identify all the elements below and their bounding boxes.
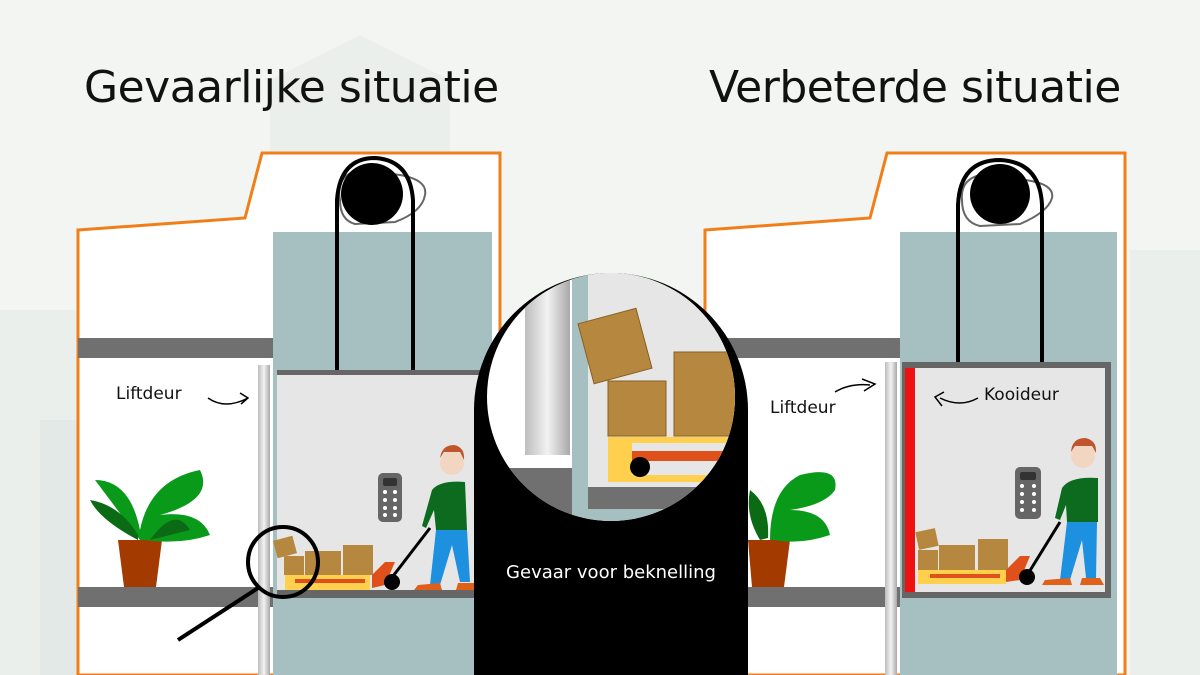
lift-door: [885, 362, 897, 675]
lift-cabin: [902, 362, 1111, 598]
liftdeur-label-right: Liftdeur: [770, 398, 836, 418]
floor-slab: [705, 587, 900, 607]
magnifier-icon: [176, 525, 320, 642]
arrow-icon: [933, 391, 979, 407]
right-building: [703, 151, 1127, 675]
left-building: [76, 151, 502, 675]
worker: [414, 445, 476, 590]
floor-slab: [78, 587, 273, 607]
keypad: [378, 473, 402, 522]
pulley-icon: [335, 155, 427, 372]
kooideur-label: Kooideur: [984, 385, 1059, 405]
pulley-icon: [956, 157, 1054, 365]
callout-text: Gevaar voor beknelling: [506, 562, 716, 583]
plant-icon: [90, 470, 210, 587]
arrow-icon: [834, 378, 877, 393]
lift-cabin: [273, 370, 488, 598]
floor-slab: [705, 338, 900, 358]
floor-slab: [78, 338, 273, 358]
pallet-with-boxes: [273, 527, 432, 590]
keypad: [1015, 467, 1041, 519]
pallet-with-boxes: [915, 521, 1062, 585]
liftdeur-label-left: Liftdeur: [116, 384, 182, 404]
right-title: Verbeterde situatie: [709, 62, 1121, 113]
arrow-icon: [207, 392, 250, 405]
left-title: Gevaarlijke situatie: [84, 62, 499, 113]
worker: [1042, 438, 1104, 585]
zoomed-detail: [487, 273, 735, 521]
cage-door: [905, 368, 915, 592]
lift-door: [258, 365, 270, 675]
plant-icon: [748, 472, 836, 587]
detail-callout: [474, 273, 748, 675]
